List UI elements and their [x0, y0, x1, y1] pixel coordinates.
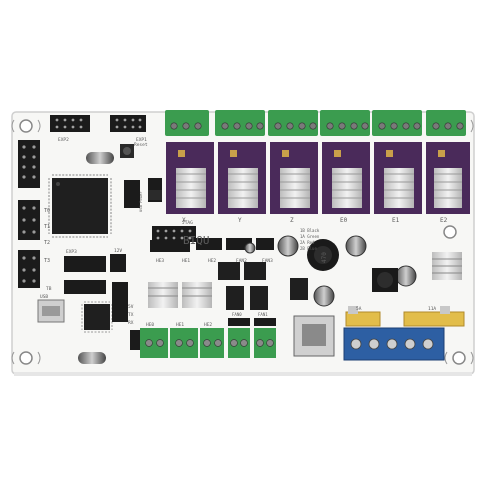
motor-wiring-1a: 1A Green: [300, 234, 320, 239]
usb-power-jumper: [124, 178, 162, 208]
fuses: [345, 306, 465, 327]
crystal-oscillators: [78, 152, 114, 364]
exp1-label: EXP1: [136, 137, 147, 143]
terminal-label-he0: HE0: [146, 322, 154, 328]
regulator-heatsink: [432, 252, 462, 280]
terminal-label-fan0: FAN0: [232, 312, 242, 317]
thermistor-label-t3: T3: [44, 258, 50, 264]
thermistor-label-t0: T0: [44, 208, 50, 214]
inductor-value: 470: [321, 252, 328, 263]
power-label-5v: 5V: [128, 304, 134, 310]
mcu-chip: [48, 174, 112, 238]
heater-label-he1: HE1: [182, 258, 190, 264]
left-pin-headers: [18, 140, 40, 288]
axis-label-e0: E0: [340, 217, 348, 224]
exp3-label: EXP3: [66, 249, 77, 255]
terminal-label-he2: HE2: [204, 322, 212, 328]
power-label-usb: USB: [40, 294, 48, 300]
power-label-12v: 12V: [114, 248, 122, 254]
mounting-holes: [19, 119, 466, 365]
heater-terminals: [140, 318, 276, 358]
power-label-rx: RX: [128, 320, 134, 326]
terminal-label-he1: HE1: [176, 322, 184, 328]
stepper-drivers: [166, 142, 470, 214]
motor-wiring-2a: 2A Red: [300, 240, 315, 245]
driver-z: [270, 142, 318, 214]
axis-label-y: Y: [238, 217, 242, 224]
inductor: [307, 239, 339, 271]
silkscreen-labels: BIQU X Y Z E0 E1 E2 EXP1 EXP2 EXP3 Reset…: [40, 137, 448, 328]
driver-x: [166, 142, 214, 214]
pcb-shadow: [14, 372, 472, 376]
usb-power-label: USB Power: [138, 191, 143, 212]
reset-button: [120, 144, 134, 158]
jtag-header: [152, 226, 196, 242]
heater-label-he3: HE3: [156, 258, 164, 264]
terminal-label-fan1: FAN1: [258, 312, 268, 317]
power-terminal-block: [343, 327, 445, 361]
uart-headers: [112, 282, 140, 350]
driver-e2: [426, 142, 470, 214]
axis-label-z: Z: [290, 217, 294, 224]
axis-label-x: X: [182, 217, 186, 224]
exp3-headers: [64, 254, 126, 294]
power-inductor-square: [372, 268, 398, 292]
power-label-tb: TB: [46, 286, 52, 292]
axis-label-e1: E1: [392, 217, 400, 224]
mini-usb-port: [37, 299, 65, 323]
heater-label-he2: HE2: [208, 258, 216, 264]
fan-label-fan2: FAN2: [236, 258, 247, 264]
usb-chip: [81, 301, 113, 333]
jtag-label: JTAG: [182, 220, 193, 226]
power-label-5a: 5A: [356, 306, 362, 312]
motor-wiring-2b: 2B Blue: [300, 246, 317, 251]
thermistor-label-t1: T1: [44, 224, 50, 230]
top-black-headers: [50, 115, 146, 132]
motor-wiring-1b: 1B Black: [300, 228, 320, 233]
capacitors: [244, 235, 417, 307]
driver-e0: [322, 142, 370, 214]
fan-label-fan3: FAN3: [262, 258, 273, 264]
thermistor-label-t2: T2: [44, 240, 50, 246]
mosfet-heatsinks: [148, 262, 308, 310]
reset-label: Reset: [134, 142, 148, 148]
power-label-11a: 11A: [428, 306, 436, 312]
stepper-terminal-row: [165, 110, 466, 136]
usb-b-port: [293, 315, 335, 357]
power-label-tx: TX: [128, 312, 134, 318]
driver-y: [218, 142, 266, 214]
exp2-label: EXP2: [58, 137, 69, 143]
brand-label: BIQU: [183, 234, 210, 247]
axis-label-e2: E2: [440, 217, 448, 224]
driver-e1: [374, 142, 422, 214]
